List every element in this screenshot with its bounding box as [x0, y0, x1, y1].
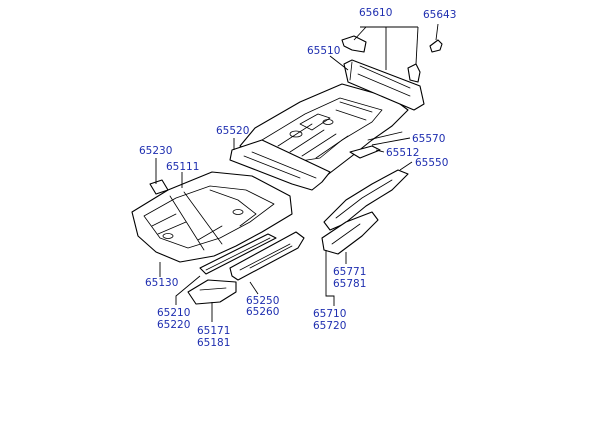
label-65230: 65230	[139, 145, 173, 157]
clip	[429, 39, 443, 53]
label-65220: 65220	[157, 319, 191, 331]
bracket-right	[407, 63, 421, 83]
label-65643: 65643	[423, 9, 457, 21]
rear-crossmember	[343, 59, 425, 111]
leader-lines	[155, 23, 439, 322]
label-65720: 65720	[313, 320, 347, 332]
label-65181: 65181	[197, 337, 231, 349]
label-65510: 65510	[307, 45, 341, 57]
reinforcement	[187, 279, 237, 305]
front-floor-panel	[131, 171, 293, 263]
label-65111: 65111	[166, 161, 200, 173]
label-65710: 65710	[313, 308, 347, 320]
label-65130: 65130	[145, 277, 179, 289]
label-65520: 65520	[216, 125, 250, 137]
label-65610: 65610	[359, 7, 393, 19]
front-pad	[149, 179, 169, 195]
label-65550: 65550	[415, 157, 449, 169]
rear-side-member	[323, 169, 409, 231]
label-65260: 65260	[246, 306, 280, 318]
label-65250: 65250	[246, 295, 280, 307]
label-65210: 65210	[157, 307, 191, 319]
brace	[349, 145, 381, 159]
bracket-left	[341, 35, 367, 53]
label-65171: 65171	[197, 325, 231, 337]
label-65512: 65512	[386, 147, 420, 159]
label-65781: 65781	[333, 278, 367, 290]
brace-rod	[367, 131, 403, 141]
center-floor-tunnel	[229, 139, 331, 191]
label-65570: 65570	[412, 133, 446, 145]
label-65771: 65771	[333, 266, 367, 278]
